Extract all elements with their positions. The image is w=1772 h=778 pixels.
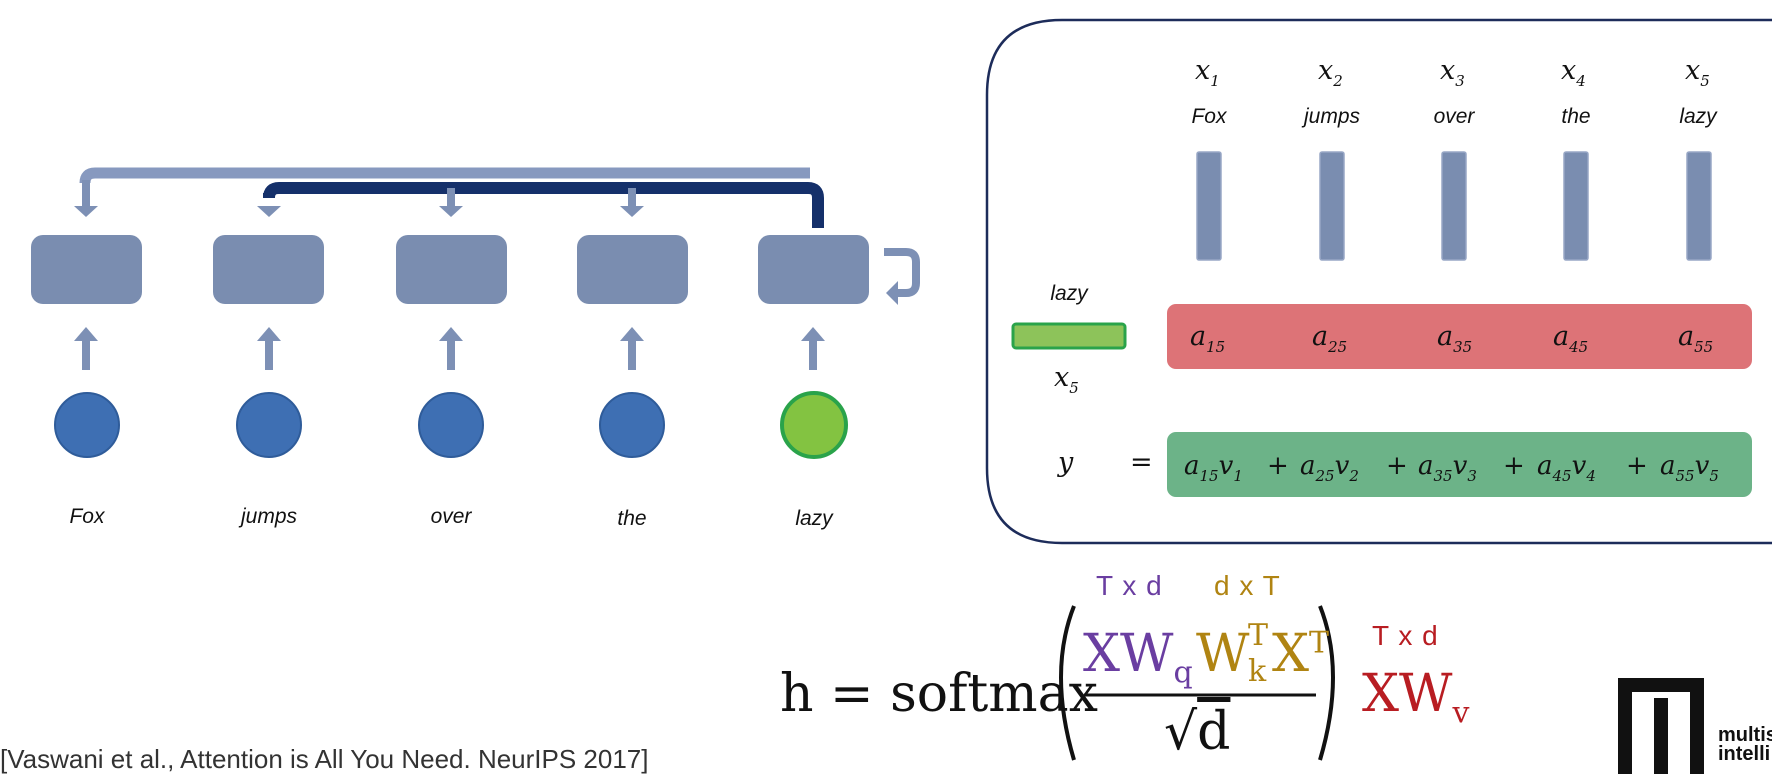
weight-term: a45 [1553,321,1588,356]
multisensory-logo-icon [1618,678,1704,774]
word-label: jumps [238,505,298,528]
arrowhead-down-icon [74,206,98,217]
word-label: the [617,507,646,530]
self-loop-arrow [884,248,920,297]
attention-weights-bar [1167,304,1752,369]
right-paren [1318,605,1335,761]
output-term: a35v3 [1418,451,1477,485]
weight-term: a35 [1437,321,1472,356]
attention-panel: x1 x2 x3 x4 x5 Fox jumps over the lazy l… [985,18,1772,545]
plus-sign: + [1626,451,1648,481]
weight-term: a15 [1190,321,1225,356]
x-var: x2 [1318,55,1343,90]
output-lhs: y [1057,447,1074,478]
panel-word: lazy [1679,105,1718,128]
hidden-state-box [758,235,869,304]
input-token-circle [54,392,120,458]
arrowhead-down-icon [620,206,644,217]
left-paren [1059,605,1076,761]
input-token-circle [599,392,665,458]
x-var: x5 [1685,55,1710,90]
word-label: lazy [795,507,834,530]
logo [1618,678,1708,778]
plus-sign: + [1386,451,1408,481]
output-equals: = [1130,447,1153,478]
dim-label-q: T x d [1096,570,1163,601]
panel-word: jumps [1301,105,1361,128]
weight-term: a55 [1678,321,1713,356]
sqrt-d: √d [1164,702,1231,762]
output-term: a55v5 [1660,451,1719,485]
x-var: x1 [1195,55,1220,90]
xt-term: XT [1272,624,1330,684]
panel-word: Fox [1191,105,1228,128]
hidden-state-box [213,235,324,304]
xwq-term: XWq [1083,624,1193,691]
plus-sign: + [1267,451,1289,481]
panel-word: the [1561,105,1590,128]
hidden-state-box [31,235,142,304]
query-token-circle [780,391,848,459]
panel-border [985,18,1772,545]
query-var: x5 [1054,362,1079,397]
arrowhead-down-icon [257,206,281,217]
xwv-term: XWv [1362,664,1470,731]
panel-word: over [1434,105,1476,128]
key-vectors [1196,151,1712,261]
output-term: a15v1 [1184,451,1243,485]
output-term: a25v2 [1300,451,1359,485]
query-word: lazy [1050,282,1089,305]
weight-term: a25 [1312,321,1347,356]
hidden-state-box [396,235,507,304]
word-label: over [431,505,473,528]
word-label: Fox [69,505,106,528]
formula-graphics [1059,605,1335,761]
plus-sign: + [1503,451,1525,481]
attention-graph: Fox jumps over the lazy [31,167,920,530]
up-arrows [74,327,825,370]
formula-lhs: h = softmax [780,664,1098,724]
x-var: x4 [1561,55,1586,90]
input-token-circle [418,392,484,458]
dim-label-v: T x d [1372,620,1439,651]
output-term: a45v4 [1537,451,1596,485]
arrowhead-down-icon [439,206,463,217]
dark-route-line [263,182,824,228]
hidden-state-box [577,235,688,304]
dim-label-k: d x T [1214,570,1281,601]
output-bar [1167,432,1752,497]
query-vector [1011,322,1127,350]
x-var: x3 [1440,55,1465,90]
citation-text: [Vaswani et al., Attention is All You Ne… [0,744,649,774]
input-token-circle [236,392,302,458]
logo-text: multis intelli [1718,724,1772,765]
